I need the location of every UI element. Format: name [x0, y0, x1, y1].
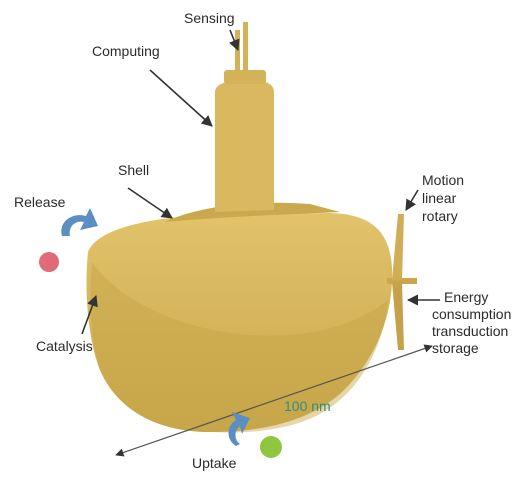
antenna-left [235, 30, 240, 72]
shell-label: Shell [118, 162, 149, 179]
propeller-blade-bottom [392, 282, 404, 350]
energy-consumption-label: consumption [432, 306, 511, 323]
computing-label: Computing [92, 43, 160, 60]
motion-rotary-label: rotary [422, 208, 458, 225]
motion-label: Motion [422, 172, 464, 189]
computing-pointer [150, 70, 212, 126]
motion-linear-label: linear [422, 190, 456, 207]
motion-pointer [406, 190, 418, 210]
uptake-molecule [260, 436, 282, 458]
catalysis-label: Catalysis [36, 338, 93, 355]
uptake-label: Uptake [192, 455, 236, 472]
submarine-conning-tower [215, 82, 274, 212]
release-molecule [39, 252, 59, 272]
shell-pointer [128, 188, 172, 218]
energy-label: Energy [444, 289, 488, 306]
antenna-right [243, 22, 248, 72]
scale-label: 100 nm [284, 398, 331, 415]
energy-transduction-label: transduction [432, 323, 508, 340]
energy-storage-label: storage [432, 340, 479, 357]
submarine [87, 22, 418, 432]
sensing-label: Sensing [184, 10, 235, 27]
release-cycle-icon [61, 208, 98, 236]
release-label: Release [14, 194, 65, 211]
conning-tower-cap [224, 70, 266, 84]
propeller-blade-top [392, 214, 404, 280]
